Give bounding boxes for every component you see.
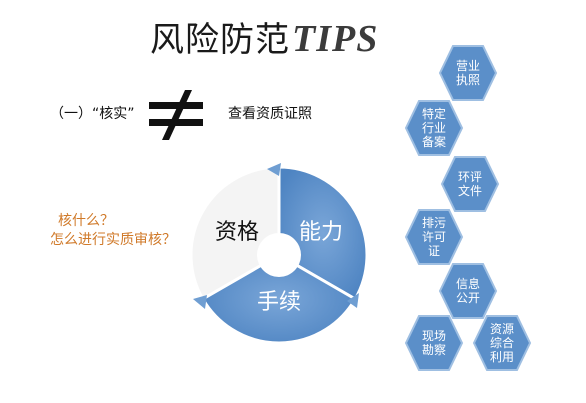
hex-eia-documents: 环评 文件 <box>440 155 500 213</box>
hex-label: 信息 公开 <box>455 277 480 305</box>
hex-label: 环评 文件 <box>457 170 482 198</box>
hex-label: 排污 许可 证 <box>421 216 446 258</box>
cycle-segment-procedures <box>200 253 358 345</box>
cycle-label-procedures: 手续 <box>257 290 301 315</box>
cycle-label-qualification: 资格 <box>215 220 259 245</box>
page-title: 风险防范TIPS <box>150 12 378 61</box>
cycle-label-ability: 能力 <box>299 220 343 245</box>
hex-discharge-permit: 排污 许可 证 <box>404 208 464 266</box>
cycle-center <box>257 233 301 277</box>
hex-label: 特定 行业 备案 <box>421 107 446 149</box>
verify-label: （一）“核实” <box>50 106 135 122</box>
cycle-arrow-icon <box>347 293 359 308</box>
not-equal-icon <box>145 86 207 144</box>
cycle-diagram: 资格 能力 手续 <box>187 163 371 347</box>
check-credentials-text: 查看资质证照 <box>228 106 312 122</box>
hex-resource-utilization: 资源 综合 利用 <box>472 314 532 372</box>
title-main: 风险防范 <box>150 20 290 60</box>
title-accent: TIPS <box>292 18 379 60</box>
cycle-arrow-icon <box>267 163 281 176</box>
hex-label: 现场 勘察 <box>421 329 446 357</box>
hex-business-license: 营业 执照 <box>438 44 498 102</box>
hex-label: 营业 执照 <box>455 59 480 87</box>
hex-label: 资源 综合 利用 <box>489 322 514 364</box>
hex-info-disclosure: 信息 公开 <box>438 262 498 320</box>
hex-site-survey: 现场 勘察 <box>404 314 464 372</box>
hex-industry-filing: 特定 行业 备案 <box>404 99 464 157</box>
question-what: 核什么？ <box>58 213 114 229</box>
cycle-arrow-icon <box>193 295 207 309</box>
question-how: 怎么进行实质审核？ <box>50 232 176 248</box>
